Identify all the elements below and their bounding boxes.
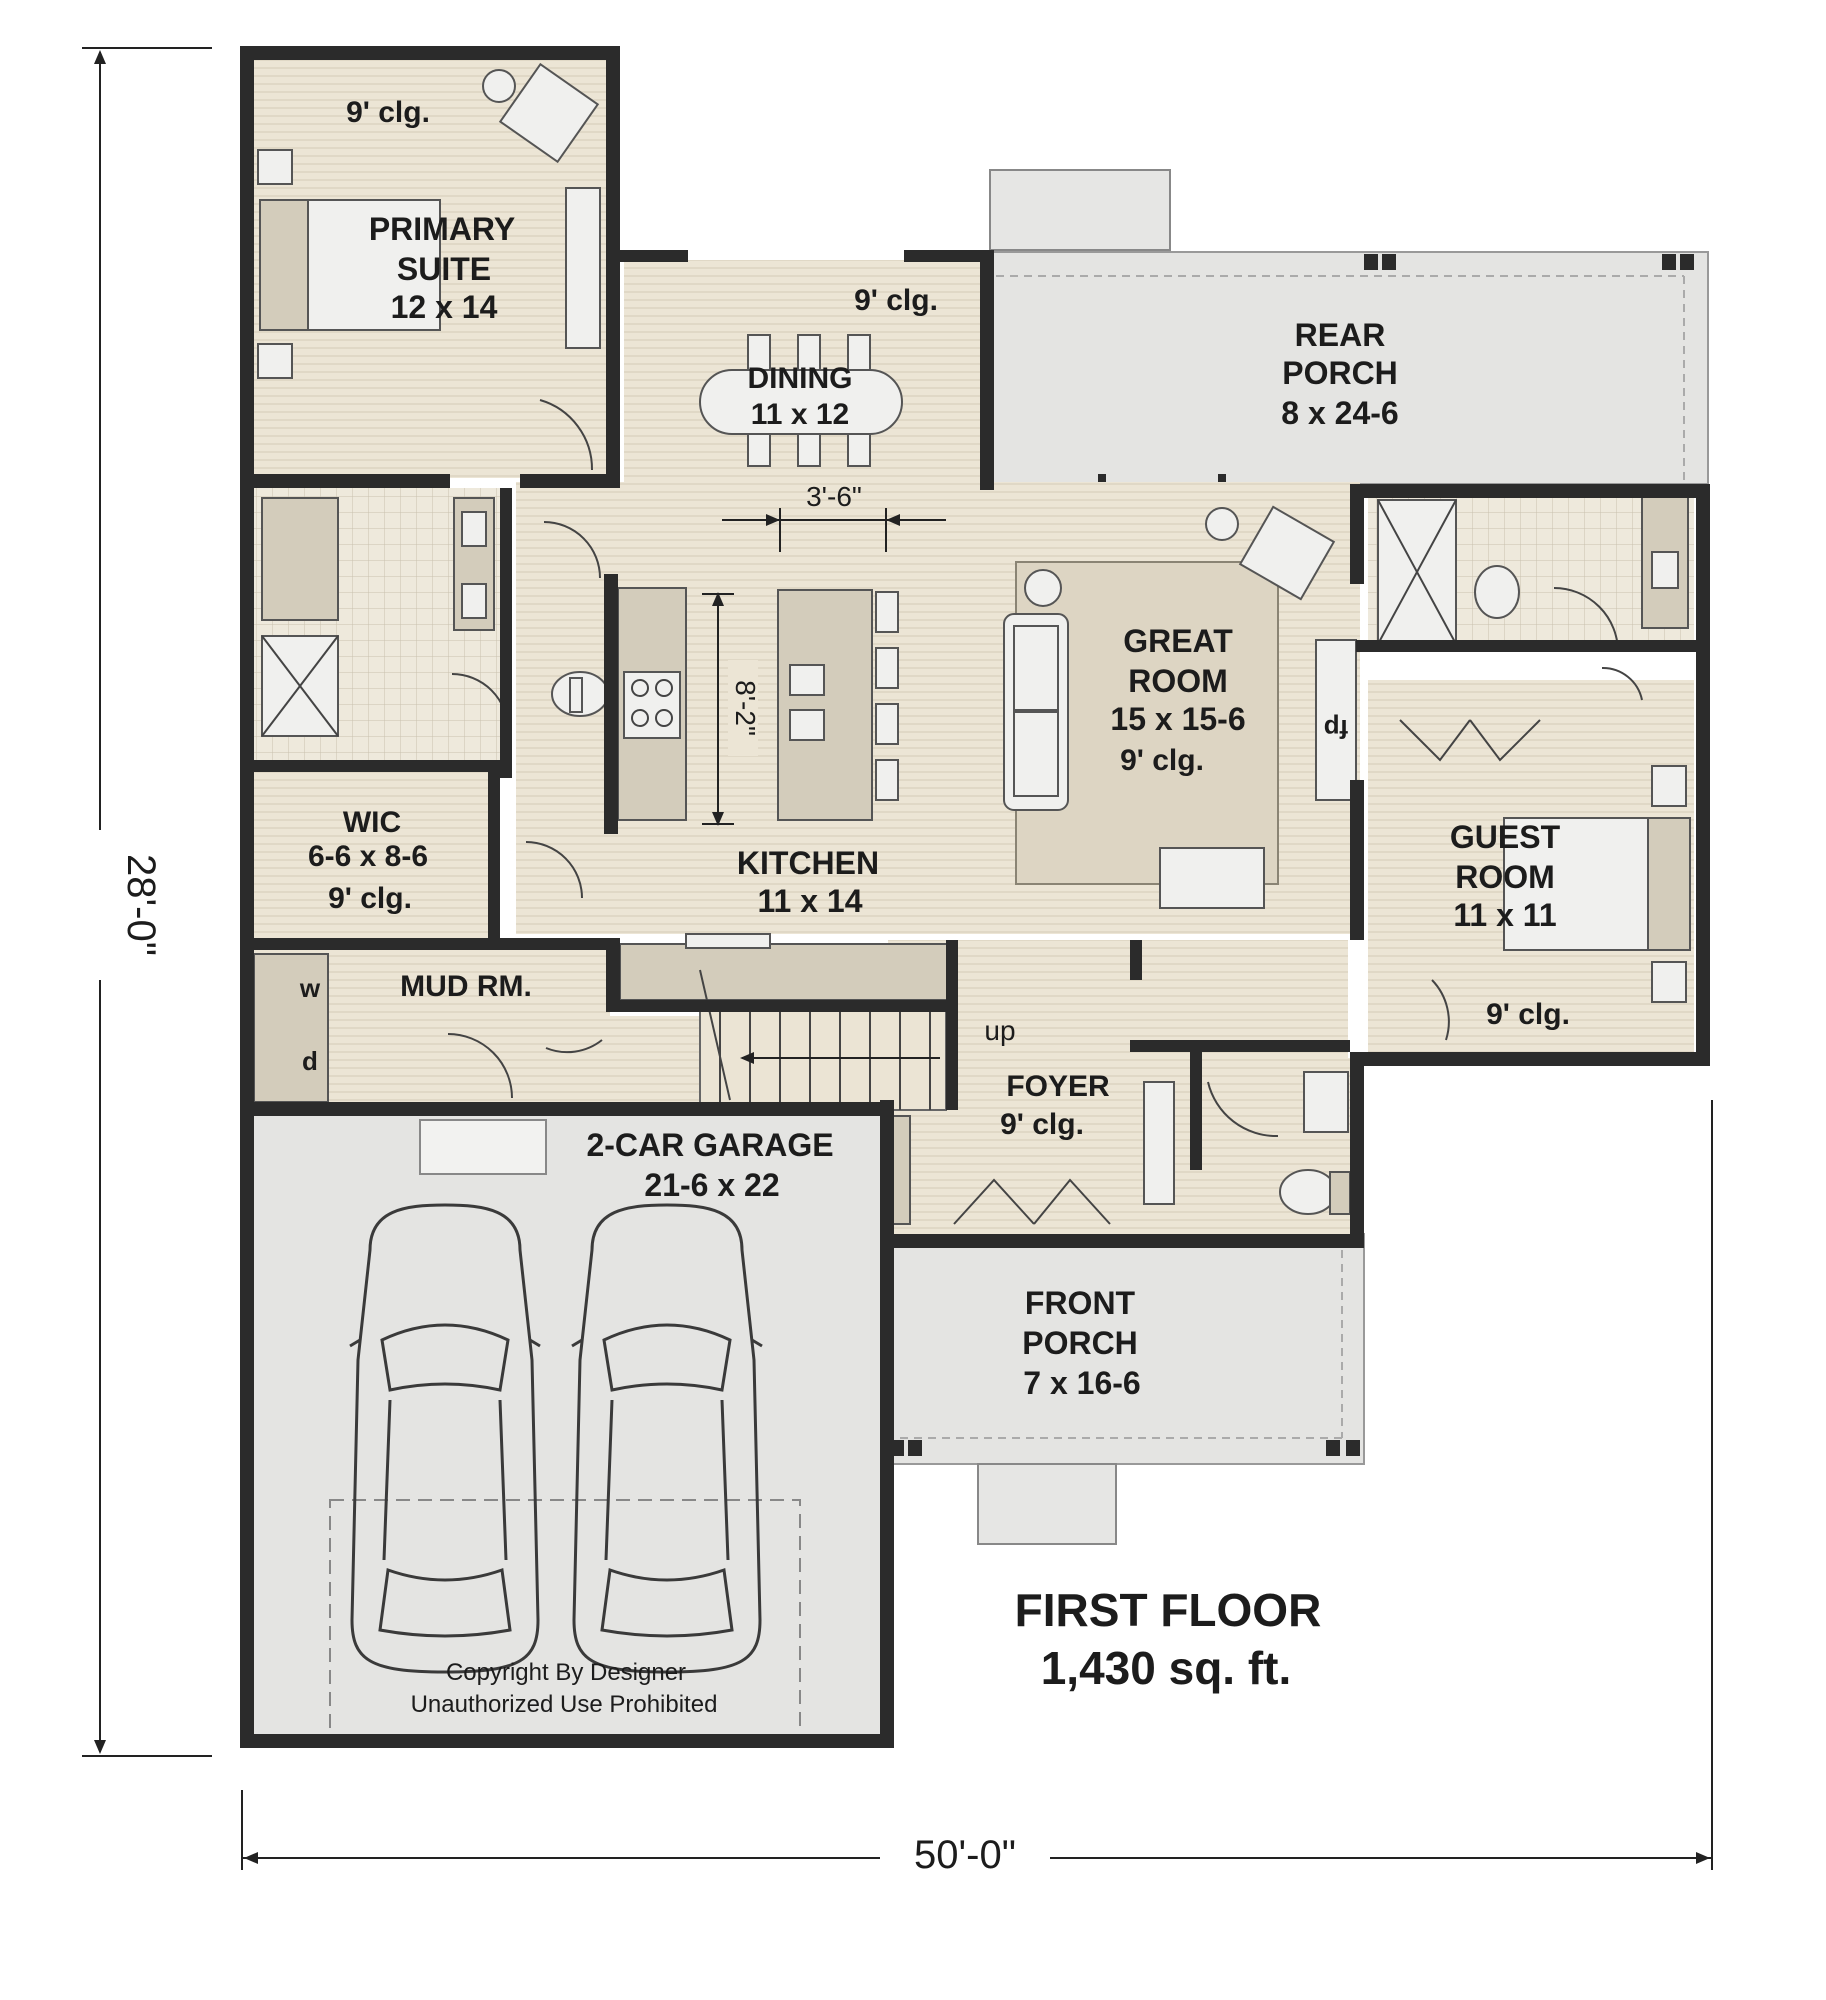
stairs: [699, 969, 947, 1225]
walls: [240, 46, 1710, 1748]
foyer-labels: up FOYER 9' clg.: [984, 1015, 1110, 1141]
dining-name: DINING: [748, 362, 853, 395]
rear-porch-labels: REAR PORCH 8 x 24-6: [1281, 317, 1398, 431]
kitchen-name: KITCHEN: [737, 845, 879, 881]
garage: [250, 1116, 884, 1744]
garage-size: 21-6 x 22: [644, 1167, 779, 1203]
wic-name: WIC: [343, 806, 401, 839]
dimension-depth-label: 28'-0": [119, 854, 163, 956]
kitchen-labels: KITCHEN 11 x 14: [737, 845, 879, 919]
garage-labels: 2-CAR GARAGE 21-6 x 22: [586, 1127, 833, 1203]
wic-size: 6-6 x 8-6: [308, 840, 428, 873]
clearance-dimension: 3'-6": [722, 481, 946, 552]
guest-room-name-2: ROOM: [1455, 859, 1555, 895]
dresser: [565, 187, 601, 349]
great-room-ceiling: 9' clg.: [1120, 744, 1204, 777]
rear-porch-name-2: PORCH: [1282, 355, 1398, 391]
washer-label: w: [299, 973, 321, 1003]
island-dimension: 8'-2": [702, 592, 761, 826]
car-2: [571, 1203, 763, 1674]
front-porch-labels: FRONT PORCH 7 x 16-6: [1022, 1285, 1140, 1401]
great-room-labels: GREAT ROOM 15 x 15-6 9' clg.: [1110, 623, 1245, 777]
foyer-name: FOYER: [1006, 1070, 1110, 1103]
primary-suite-name-2: SUITE: [397, 251, 491, 287]
primary-suite-name-1: PRIMARY: [369, 211, 515, 247]
great-room-name-1: GREAT: [1123, 623, 1233, 659]
front-porch: [887, 1233, 1365, 1545]
rear-porch-name-1: REAR: [1295, 317, 1386, 353]
copyright-line-1: Copyright By Designer: [446, 1659, 686, 1686]
great-room-name-2: ROOM: [1128, 663, 1228, 699]
wic-ceiling: 9' clg.: [328, 882, 412, 915]
guest-room-labels: GUEST ROOM 11 x 11 9' clg.: [1450, 819, 1570, 1031]
copyright: Copyright By Designer Unauthorized Use P…: [411, 1659, 718, 1718]
stairs-up-label: up: [984, 1015, 1015, 1046]
dining-ceiling: 9' clg.: [854, 284, 938, 317]
armchairs-great-room: [1159, 505, 1336, 909]
dining-labels: 9' clg. DINING 11 x 12: [748, 284, 938, 431]
primary-suite-labels: 9' clg. PRIMARY SUITE 12 x 14: [346, 96, 515, 325]
wic-labels: WIC 6-6 x 8-6 9' clg.: [308, 806, 428, 915]
mud-room-name: MUD RM.: [400, 970, 532, 1003]
floor-title-area: 1,430 sq. ft.: [1041, 1642, 1292, 1694]
rear-porch: [987, 169, 1709, 488]
dining-size: 11 x 12: [751, 398, 849, 431]
fireplace: fp: [1315, 639, 1357, 801]
rear-porch-size: 8 x 24-6: [1281, 395, 1398, 431]
sofa: [1003, 569, 1069, 811]
armchair-primary: [482, 62, 600, 164]
bed-primary: [257, 149, 441, 379]
primary-suite-ceiling: 9' clg.: [346, 96, 430, 129]
fireplace-label: fp: [1324, 714, 1349, 744]
guest-room-ceiling: 9' clg.: [1486, 998, 1570, 1031]
foyer-ceiling: 9' clg.: [1000, 1108, 1084, 1141]
guest-room-name-1: GUEST: [1450, 819, 1561, 855]
dining-table: [699, 334, 903, 467]
dryer-label: d: [302, 1046, 318, 1076]
doors: [447, 399, 1643, 1225]
bath-fixtures: [261, 495, 1689, 1215]
dimension-width-label: 50'-0": [914, 1833, 1016, 1877]
kitchen-size: 11 x 14: [758, 883, 863, 919]
floor-title: FIRST FLOOR 1,430 sq. ft.: [1015, 1584, 1322, 1694]
front-porch-name-2: PORCH: [1022, 1325, 1138, 1361]
dimension-width: 50'-0": [241, 1100, 1713, 1877]
copyright-line-2: Unauthorized Use Prohibited: [411, 1691, 718, 1718]
laundry: w d: [253, 953, 329, 1103]
island-label: 8'-2": [730, 680, 761, 736]
garage-name: 2-CAR GARAGE: [586, 1127, 833, 1163]
bed-guest: [1503, 765, 1691, 1003]
great-room-size: 15 x 15-6: [1110, 701, 1245, 737]
dimension-depth: 28'-0": [82, 47, 212, 1757]
car-1: [349, 1203, 541, 1674]
front-porch-size: 7 x 16-6: [1023, 1365, 1140, 1401]
floor-title-name: FIRST FLOOR: [1015, 1584, 1322, 1636]
foyer-bench: [1143, 1081, 1175, 1205]
guest-room-size: 11 x 11: [1453, 897, 1556, 933]
kitchen-island: [777, 589, 899, 821]
clearance-label: 3'-6": [806, 481, 862, 512]
primary-suite-size: 12 x 14: [391, 289, 498, 325]
front-porch-name-1: FRONT: [1025, 1285, 1136, 1321]
